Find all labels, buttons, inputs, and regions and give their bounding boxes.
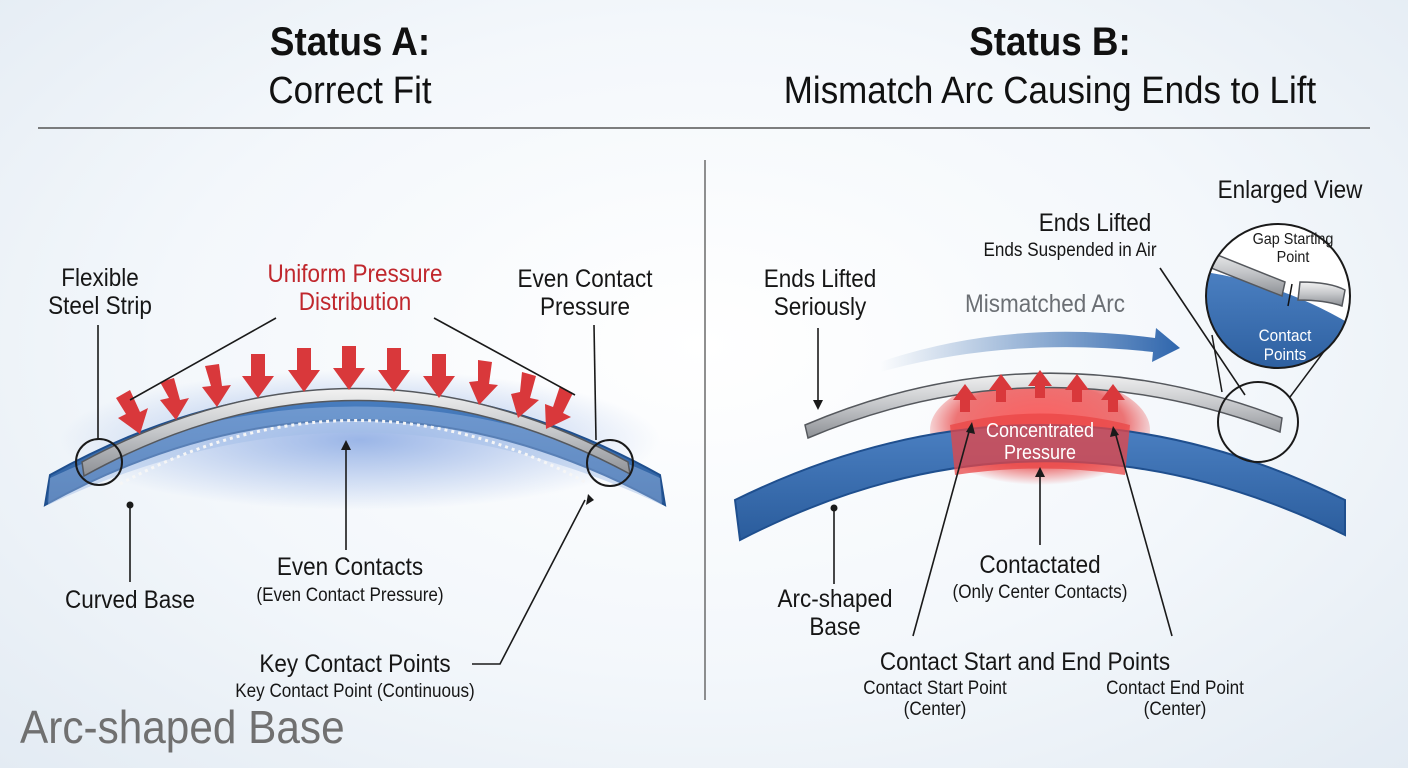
pressure-glow — [60, 370, 660, 510]
left-diagram — [43, 317, 667, 665]
ends-lifted-label: Ends Lifted — [1038, 209, 1152, 237]
ends-suspended-label: Ends Suspended in Air — [983, 240, 1157, 261]
pressure-arrow — [333, 346, 365, 390]
mismatched-arc-arrow — [880, 328, 1180, 372]
pressure-arrow — [469, 360, 498, 405]
key-contact-points-sublabel: Key Contact Point (Continuous) — [235, 681, 475, 702]
zoom-source-circle — [1217, 381, 1299, 463]
up-arrow — [1028, 370, 1052, 398]
pressure-arrow — [288, 348, 320, 392]
dotted-contact-line — [119, 419, 586, 486]
left-leader-heads — [126, 440, 594, 509]
up-arrow — [953, 384, 977, 412]
curved-base-label: Curved Base — [64, 586, 196, 614]
pressure-arrow — [242, 354, 274, 398]
pressure-arrow — [511, 372, 539, 418]
pressure-arrow — [423, 354, 455, 398]
mismatched-arc-label: Mismatched Arc — [964, 290, 1126, 318]
contact-start-end-label: Contact Start and End Points — [879, 648, 1171, 676]
even-contacts-label: Even Contacts — [276, 553, 424, 581]
enlarged-view-content — [1206, 224, 1350, 368]
left-leaders — [97, 317, 597, 665]
enlarged-view-label: Enlarged View — [1217, 176, 1363, 204]
even-contacts-sublabel: (Even Contact Pressure) — [256, 585, 444, 606]
pressure-arrow — [116, 390, 148, 434]
pressure-arrow — [160, 378, 189, 420]
up-arrow — [1101, 384, 1125, 412]
enlarged-view-circle — [1205, 223, 1351, 369]
contactated-sublabel: (Only Center Contacts) — [952, 582, 1128, 603]
lifted-steel-strip — [804, 372, 1283, 440]
contact-start-point-label: Contact Start Point(Center) — [863, 678, 1007, 721]
right-leaders — [817, 267, 1246, 637]
watermark-text: Arc-shaped Base — [20, 701, 345, 753]
contactated-label: Contactated — [979, 551, 1101, 579]
up-arrow — [1065, 374, 1089, 402]
contact-end-point-label: Contact End Point(Center) — [1106, 678, 1244, 721]
status-b-subtitle: Mismatch Arc Causing Ends to Lift — [783, 70, 1317, 112]
right-diagram — [733, 223, 1351, 637]
status-b-title: Status B: — [969, 20, 1131, 64]
up-arrow — [989, 374, 1013, 402]
contact-circle-right — [586, 439, 634, 487]
base-highlight — [48, 406, 662, 505]
right-leader-heads — [813, 400, 1119, 512]
upward-arrows — [953, 370, 1125, 412]
concentrated-zone — [950, 413, 1130, 475]
arc-base-shape — [733, 424, 1346, 542]
status-a-title: Status A: — [269, 20, 431, 64]
status-a-subtitle: Correct Fit — [268, 70, 432, 112]
pressure-arrow — [378, 348, 410, 392]
pressure-arrow — [202, 364, 231, 407]
pressure-arrows — [116, 346, 573, 434]
key-contact-points-label: Key Contact Points — [259, 650, 451, 678]
pressure-arrow — [545, 386, 573, 429]
contact-circle-left — [75, 438, 123, 486]
